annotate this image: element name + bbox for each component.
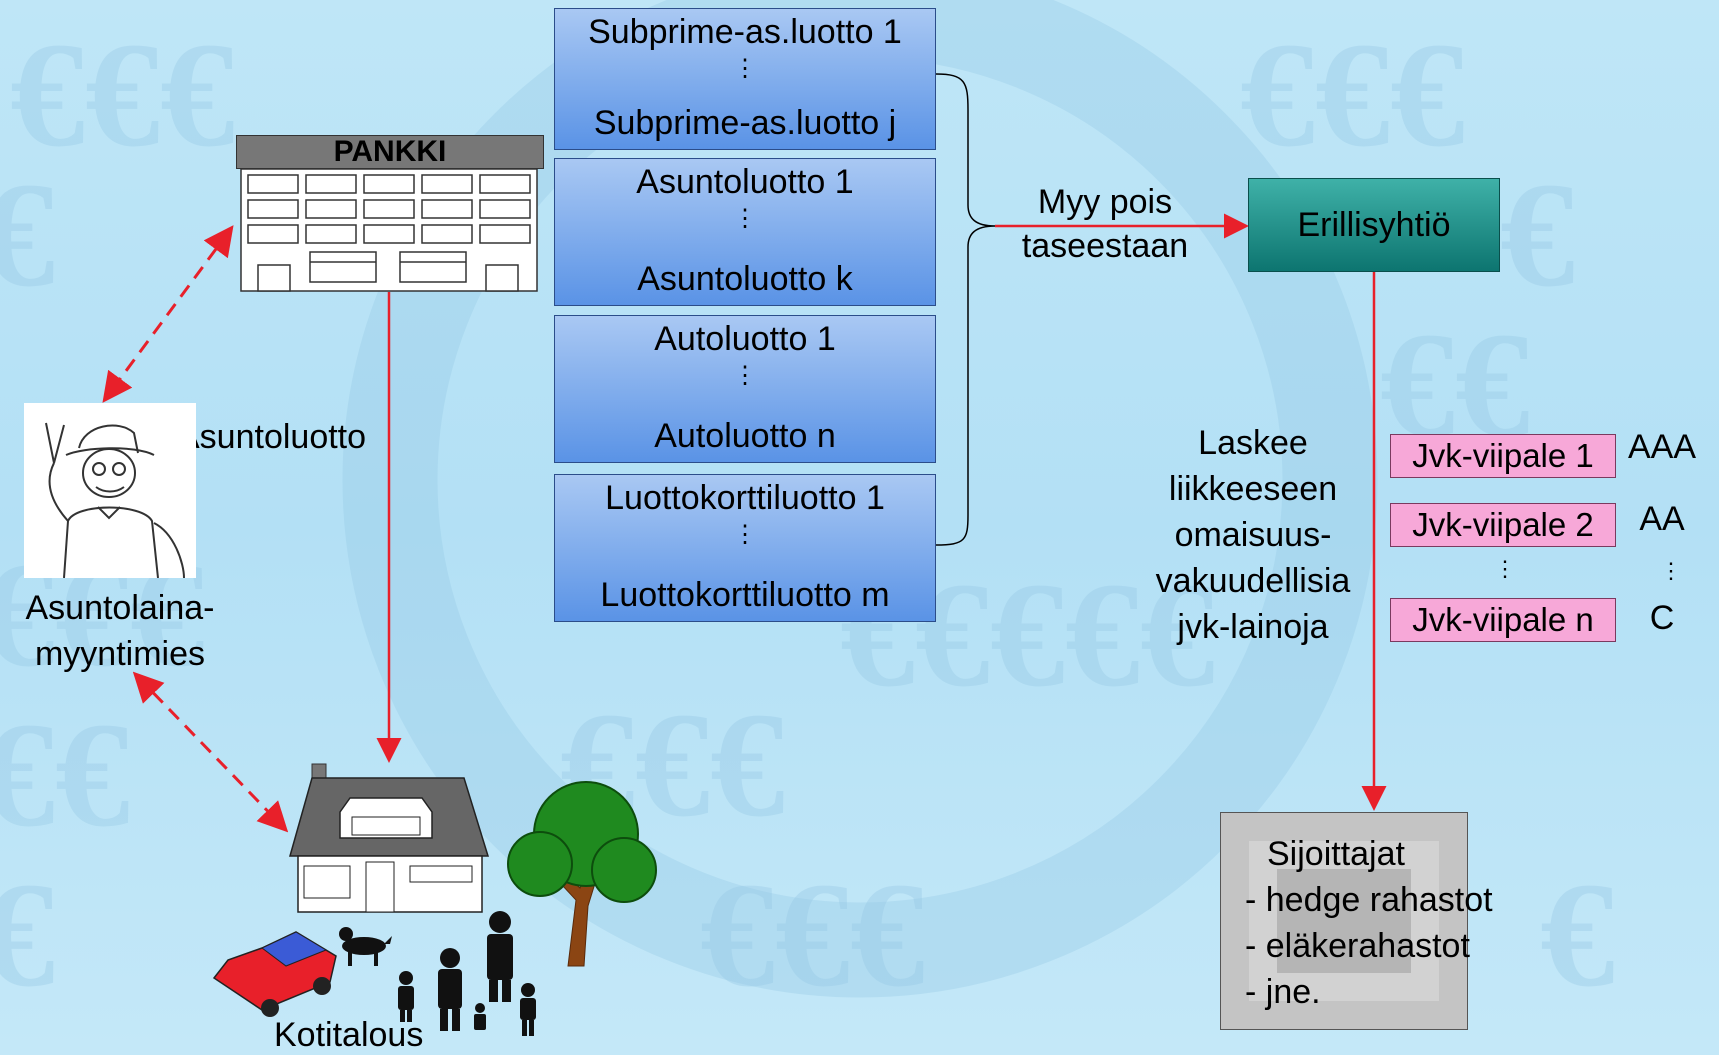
tranche-1-rating: AAA bbox=[1627, 428, 1697, 466]
issue-label-line: liikkeeseen bbox=[1168, 470, 1338, 508]
loan-dots: ⋮ bbox=[733, 521, 757, 548]
loan-last: Autoluotto n bbox=[654, 417, 836, 455]
salesman-house-link bbox=[132, 671, 289, 833]
loan-group-creditcard: Luottokorttiluotto 1 ⋮ Luottokorttiluott… bbox=[554, 474, 936, 622]
tranche-n-rating: C bbox=[1649, 599, 1675, 637]
bank-salesman-link bbox=[102, 225, 234, 403]
loan-first: Luottokorttiluotto 1 bbox=[605, 479, 885, 517]
household-label: Kotitalous bbox=[274, 1016, 424, 1054]
sell-label-line1: Myy pois bbox=[1037, 183, 1173, 221]
loan-last: Asuntoluotto k bbox=[637, 260, 853, 298]
bank-title: PANKKI bbox=[236, 135, 544, 169]
investor-item: - eläkerahastot bbox=[1245, 927, 1470, 965]
investors-title: Sijoittajat bbox=[1267, 835, 1405, 873]
salesman-label-line2: myyntimies bbox=[34, 635, 206, 673]
tranche-2: Jvk-viipale 2 bbox=[1390, 503, 1616, 547]
issue-label-line: jvk-lainoja bbox=[1177, 608, 1329, 646]
loan-last: Luottokorttiluotto m bbox=[600, 576, 890, 614]
loan-group-mortgage: Asuntoluotto 1 ⋮ Asuntoluotto k bbox=[554, 158, 936, 306]
salesman-label: Asuntolaina- myyntimies bbox=[0, 585, 240, 677]
investor-item: - hedge rahastot bbox=[1245, 881, 1493, 919]
sell-label: Myy pois taseestaan bbox=[1000, 180, 1210, 268]
loan-dots: ⋮ bbox=[733, 55, 757, 82]
sell-label-line2: taseestaan bbox=[1021, 227, 1189, 265]
tranche-2-rating: AA bbox=[1639, 500, 1685, 538]
issue-label: Laskee liikkeeseen omaisuus- vakuudellis… bbox=[1130, 420, 1376, 650]
spv-box: Erillisyhtiö bbox=[1248, 178, 1500, 272]
loan-first: Subprime-as.luotto 1 bbox=[588, 13, 902, 51]
tranche-dots: ⋮ bbox=[1494, 556, 1516, 581]
loan-last: Subprime-as.luotto j bbox=[593, 104, 897, 142]
issue-label-line: vakuudellisia bbox=[1155, 562, 1351, 600]
loan-group-subprime: Subprime-as.luotto 1 ⋮ Subprime-as.luott… bbox=[554, 8, 936, 150]
investor-item: - jne. bbox=[1245, 973, 1321, 1011]
tranche-n: Jvk-viipale n bbox=[1390, 598, 1616, 642]
issue-label-line: Laskee bbox=[1198, 424, 1308, 462]
rating-dots: ⋮ bbox=[1660, 558, 1682, 583]
loan-first: Autoluotto 1 bbox=[654, 320, 836, 358]
loan-bracket bbox=[935, 73, 996, 546]
loan-group-auto: Autoluotto 1 ⋮ Autoluotto n bbox=[554, 315, 936, 463]
issue-label-line: omaisuus- bbox=[1174, 516, 1332, 554]
loan-dots: ⋮ bbox=[733, 362, 757, 389]
mortgage-label: Asuntoluotto bbox=[177, 418, 367, 456]
investors-box: Sijoittajat - hedge rahastot - eläkeraha… bbox=[1220, 812, 1493, 1030]
loan-first: Asuntoluotto 1 bbox=[636, 163, 854, 201]
tranche-1: Jvk-viipale 1 bbox=[1390, 434, 1616, 478]
loan-dots: ⋮ bbox=[733, 205, 757, 232]
salesman-icon bbox=[24, 403, 196, 578]
salesman-label-line1: Asuntolaina- bbox=[25, 589, 215, 627]
